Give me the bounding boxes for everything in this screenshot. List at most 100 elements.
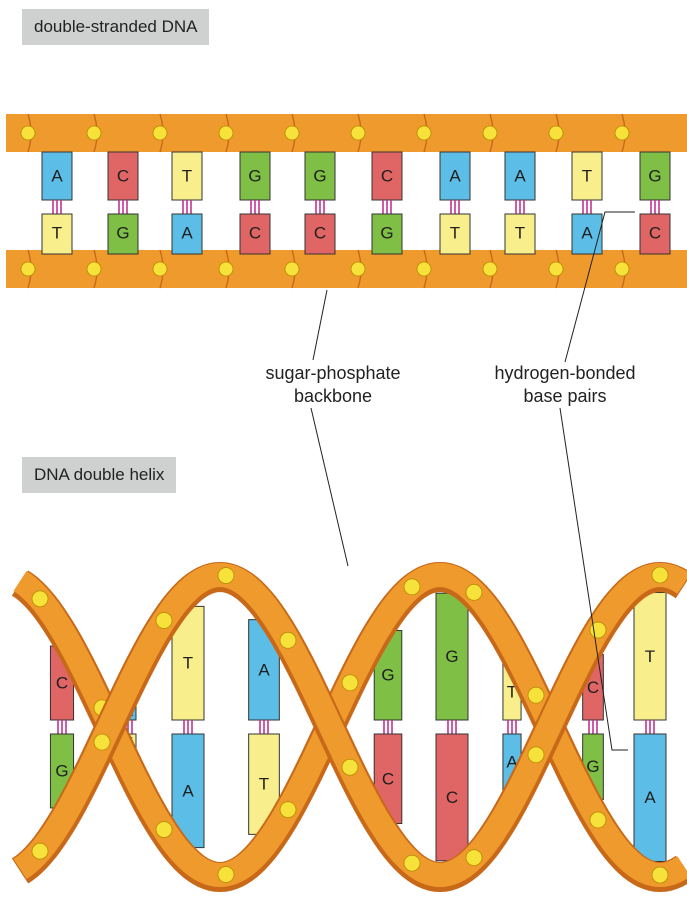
ladder-base-pair: CG <box>108 152 138 254</box>
base-label-C: C <box>446 788 458 807</box>
phosphate-dot <box>483 126 497 140</box>
base-label-G: G <box>381 666 394 685</box>
phosphate-dot <box>652 567 668 583</box>
backbone-rail <box>6 114 687 152</box>
hydrogen-bonds <box>583 200 591 214</box>
base-label-T: T <box>582 167 592 186</box>
base-label-G: G <box>55 761 68 780</box>
base-label-C: C <box>314 224 326 243</box>
ladder-base-pair: GC <box>305 152 335 254</box>
ladder-base-pair: TA <box>172 152 202 254</box>
base-label-C: C <box>249 224 261 243</box>
phosphate-dot <box>87 126 101 140</box>
helix-strand-front <box>20 567 684 877</box>
base-label-C: C <box>649 224 661 243</box>
bottom-strand-backbone <box>6 250 687 288</box>
base-label-T: T <box>52 224 62 243</box>
hydrogen-bonds <box>651 200 659 214</box>
phosphate-dot <box>351 262 365 276</box>
ladder-base-pair: AT <box>440 152 470 254</box>
backbone-rail <box>6 250 687 288</box>
ladder-base-pair: AT <box>42 152 72 254</box>
helix-base-pair: GC <box>436 593 468 861</box>
backbone-leader-top <box>313 290 327 360</box>
base-label-A: A <box>581 224 593 243</box>
backbone-leader-bottom <box>311 408 348 566</box>
hydrogen-bonds <box>58 720 66 734</box>
phosphate-dot <box>218 866 234 882</box>
ladder-base-pair: GC <box>240 152 270 254</box>
phosphate-dot <box>153 126 167 140</box>
hydrogen-bonds <box>383 200 391 214</box>
phosphate-dot <box>21 126 35 140</box>
base-label-A: A <box>182 781 194 800</box>
phosphate-dot <box>590 622 606 638</box>
hydrogen-bonds <box>646 720 654 734</box>
phosphate-dot <box>156 822 172 838</box>
phosphate-dot <box>342 759 358 775</box>
phosphate-dot <box>483 262 497 276</box>
phosphate-dot <box>404 855 420 871</box>
base-label-A: A <box>449 167 461 186</box>
phosphate-dot <box>466 850 482 866</box>
phosphate-dot <box>219 262 233 276</box>
base-label-C: C <box>381 167 393 186</box>
phosphate-dot <box>417 262 431 276</box>
hydrogen-bonds <box>448 720 456 734</box>
phosphate-dot <box>615 126 629 140</box>
phosphate-dot <box>87 262 101 276</box>
phosphate-dot <box>615 262 629 276</box>
base-label-T: T <box>182 167 192 186</box>
phosphate-dot <box>404 579 420 595</box>
base-label-A: A <box>51 167 63 186</box>
phosphate-dot <box>218 568 234 584</box>
hydrogen-bonds <box>451 200 459 214</box>
phosphate-dot <box>351 126 365 140</box>
hydrogen-bonds <box>384 720 392 734</box>
phosphate-dot <box>21 262 35 276</box>
base-label-G: G <box>445 647 458 666</box>
hydrogen-bonds <box>508 720 516 734</box>
hydrogen-bonds <box>184 720 192 734</box>
phosphate-dot <box>549 126 563 140</box>
base-label-G: G <box>313 167 326 186</box>
base-label-G: G <box>380 224 393 243</box>
helix-base-pair: TA <box>634 593 666 862</box>
base-label-G: G <box>116 224 129 243</box>
base-label-A: A <box>514 167 526 186</box>
ladder-base-pair: GC <box>640 152 670 254</box>
phosphate-dot <box>219 126 233 140</box>
hydrogen-bonds <box>53 200 61 214</box>
base-label-A: A <box>258 660 270 679</box>
hydrogen-bonds <box>316 200 324 214</box>
phosphate-dot <box>417 126 431 140</box>
phosphate-dot <box>590 812 606 828</box>
hydrogen-bonds <box>251 200 259 214</box>
base-label-T: T <box>515 224 525 243</box>
phosphate-dot <box>94 734 110 750</box>
base-label-T: T <box>259 775 269 794</box>
phosphate-dot <box>652 867 668 883</box>
hydrogen-bonds <box>183 200 191 214</box>
base-label-T: T <box>183 654 193 673</box>
base-label-G: G <box>248 167 261 186</box>
ladder-base-pair: CG <box>372 152 402 254</box>
base-label-C: C <box>382 769 394 788</box>
ladder-base-pair: AT <box>505 152 535 254</box>
phosphate-dot <box>285 262 299 276</box>
hydrogen-bonds <box>516 200 524 214</box>
phosphate-dot <box>285 126 299 140</box>
top-strand-backbone <box>6 114 687 152</box>
phosphate-dot <box>466 584 482 600</box>
ribbon-face <box>20 575 684 875</box>
phosphate-dot <box>342 675 358 691</box>
phosphate-dot <box>549 262 563 276</box>
base-label-G: G <box>648 167 661 186</box>
hydrogen-bonds <box>119 200 127 214</box>
base-label-C: C <box>117 167 129 186</box>
phosphate-dot <box>528 687 544 703</box>
helix-base-pair: TA <box>172 606 204 847</box>
phosphate-dot <box>156 612 172 628</box>
